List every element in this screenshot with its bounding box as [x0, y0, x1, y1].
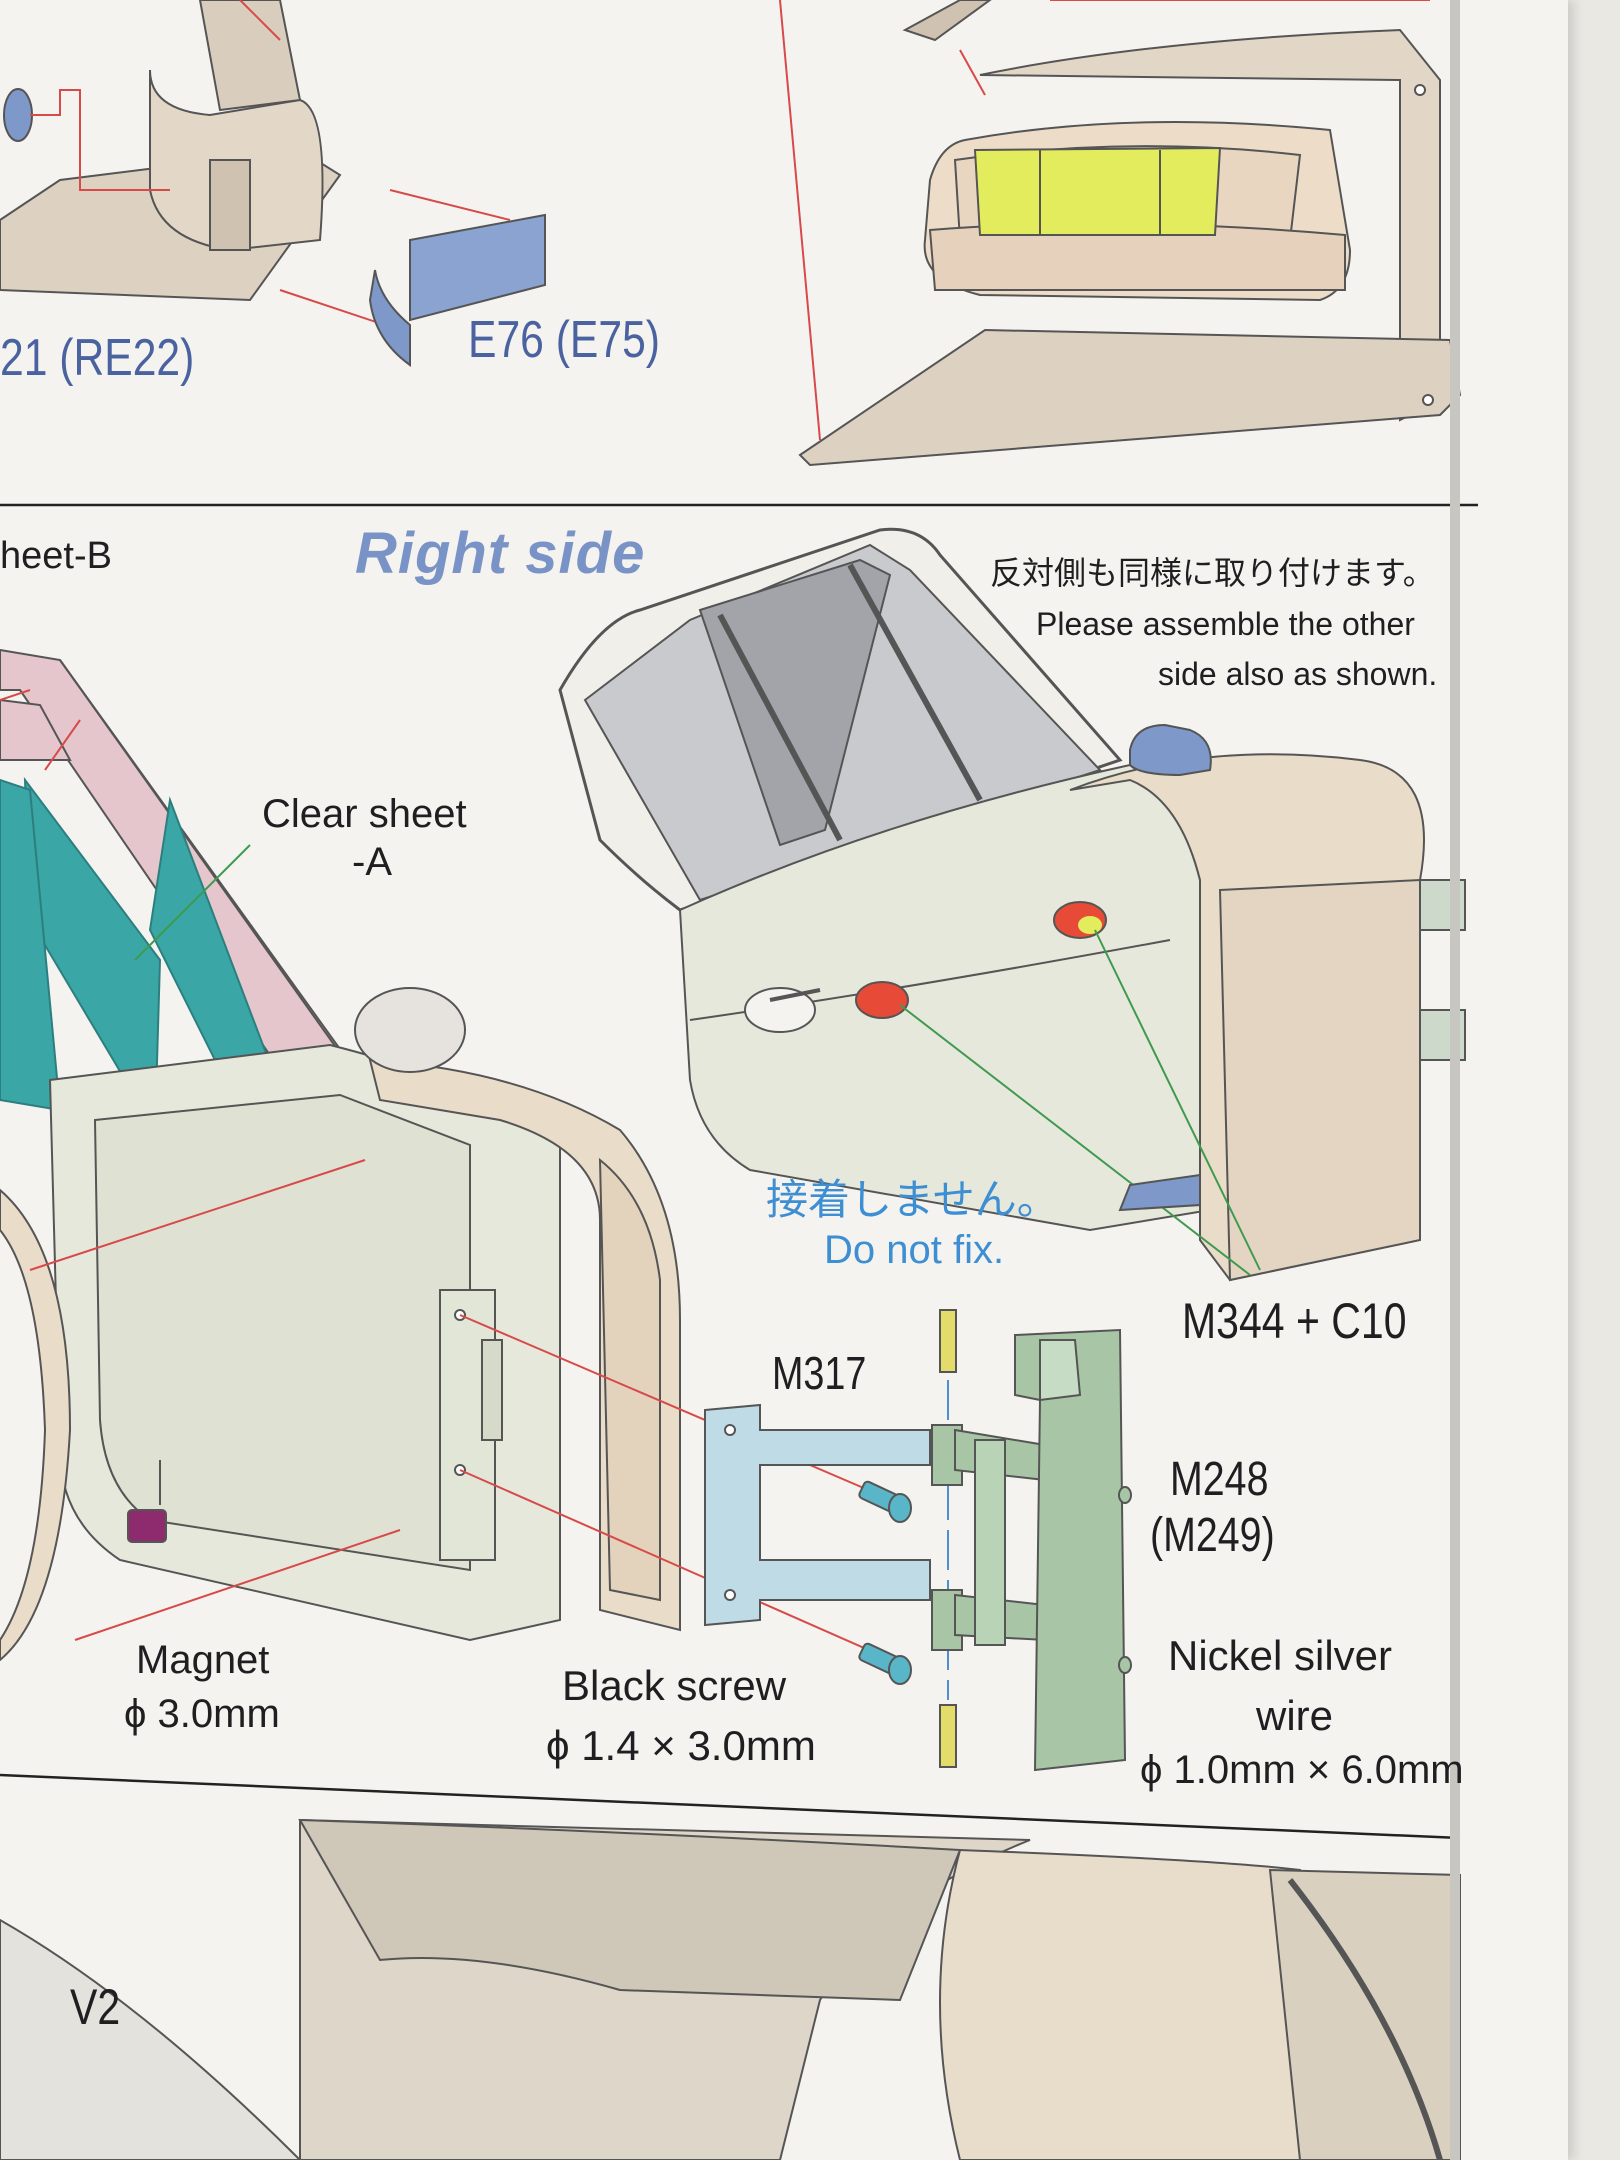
note-english-line2: side also as shown.: [1158, 656, 1438, 692]
part-label-m317: M317: [772, 1347, 867, 1399]
screw-label-line2: ϕ 1.4 × 3.0mm: [546, 1722, 816, 1769]
clear-sheet-a-label-line1: Clear sheet: [262, 792, 467, 836]
top-right-assembly: [779, 0, 1462, 467]
magnet-label-line1: Magnet: [136, 1638, 270, 1682]
magnet-label-line2: ϕ 3.0mm: [124, 1692, 280, 1736]
assembly-illustration: [0, 0, 1478, 2160]
part-label-e76: E76 (E75): [468, 311, 660, 369]
top-left-assembly: [0, 0, 546, 367]
section-divider-bottom: [0, 1773, 1461, 1840]
clear-sheet-b-label: heet-B: [0, 535, 112, 577]
part-label-re21: 21 (RE22): [0, 329, 195, 387]
hinge-assembly: [704, 1309, 1132, 1772]
part-label-m249: (M249): [1150, 1509, 1275, 1562]
do-not-fix-japanese: 接着しません。: [766, 1175, 1059, 1224]
instruction-sheet: 21 (RE22) E76 (E75) heet-B Right side 反対…: [0, 0, 1568, 2160]
left-door-assembly: [0, 648, 881, 1662]
section-title: Right side: [355, 521, 646, 586]
screw-label-line1: Black screw: [562, 1662, 787, 1709]
bottom-assembly: [0, 0, 1461, 2160]
part-label-m344: M344 + C10: [1182, 1293, 1407, 1349]
wire-label-line2: wire: [1256, 1692, 1334, 1739]
right-door-assembly: [558, 527, 1466, 1282]
clear-sheet-a-label-line2: -A: [352, 840, 392, 884]
wire-label-line3: ϕ 1.0mm × 6.0mm: [1140, 1748, 1464, 1792]
part-label-m248: M248: [1170, 1453, 1269, 1506]
do-not-fix-english: Do not fix.: [824, 1228, 1005, 1272]
note-english-line1: Please assemble the other: [1036, 606, 1415, 642]
note-japanese: 反対側も同様に取り付けます。: [990, 554, 1435, 592]
page-code: V2: [70, 1979, 121, 2035]
wire-label-line1: Nickel silver: [1168, 1632, 1393, 1679]
